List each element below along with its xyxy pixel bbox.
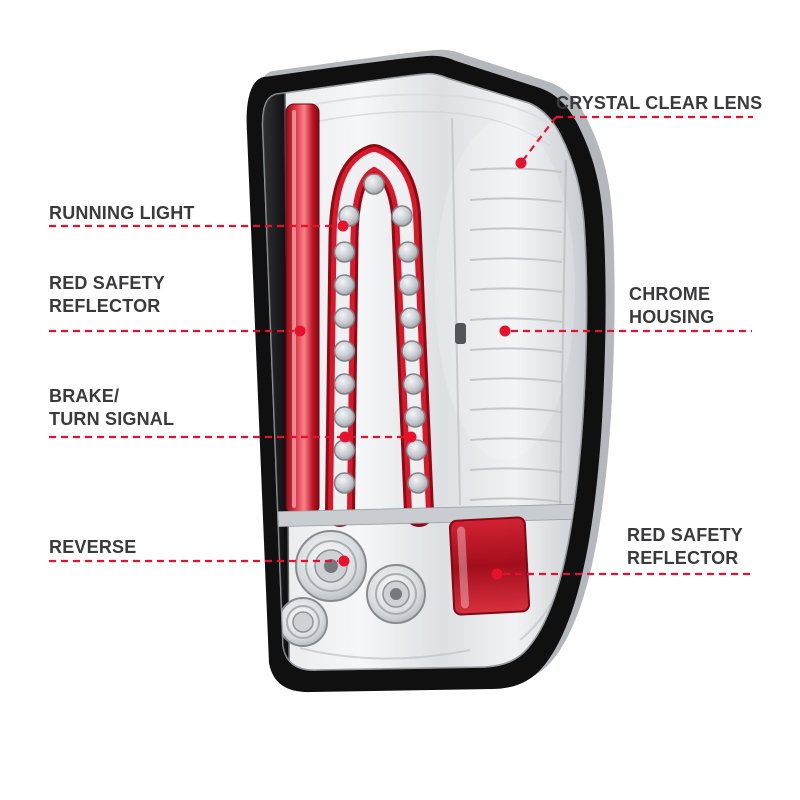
callout-dot-chrome-housing (499, 325, 511, 337)
callout-label-crystal-clear-lens: CRYSTAL CLEAR LENS (556, 93, 763, 113)
red-strip-highlight (292, 110, 296, 508)
callout-dot-red-reflector-right (491, 568, 503, 580)
callout-dot-red-reflector-left (294, 325, 306, 337)
callout-dot-running-light (337, 220, 349, 232)
housing-slot (455, 323, 466, 344)
callout-dot-reverse (338, 555, 350, 567)
callout-label-running-light: RUNNING LIGHT (49, 203, 195, 223)
reverse-light (278, 530, 426, 647)
callout-line-crystal (523, 116, 557, 160)
callout-lines (49, 115, 753, 580)
callout-dot-brake-right (405, 431, 417, 443)
panel-edge-left (451, 117, 461, 506)
callout-label-brake-turn-signal: BRAKE/ TURN SIGNAL (49, 386, 175, 430)
callout-dot-brake-left (339, 431, 351, 443)
chrome-housing-ribs (469, 167, 563, 503)
lens-highlight-arc-2 (293, 110, 551, 147)
callout-label-red-safety-reflector-right: RED SAFETY REFLECTOR (627, 525, 744, 569)
red-safety-reflector-lower (448, 516, 531, 616)
callout-label-chrome-housing: CHROME HOUSING (629, 284, 715, 328)
led-diodes (333, 173, 429, 494)
callout-label-red-safety-reflector-left: RED SAFETY REFLECTOR (49, 273, 166, 317)
lens-highlight-arc (295, 93, 557, 129)
panel-edge-right (559, 159, 567, 506)
callout-label-reverse: REVERSE (49, 537, 137, 557)
led-light-bar (325, 144, 434, 527)
lens-edge (261, 73, 588, 671)
lens-sheen (435, 120, 575, 460)
red-safety-reflector-strip (285, 103, 320, 515)
callout-dot-crystal (515, 157, 527, 169)
